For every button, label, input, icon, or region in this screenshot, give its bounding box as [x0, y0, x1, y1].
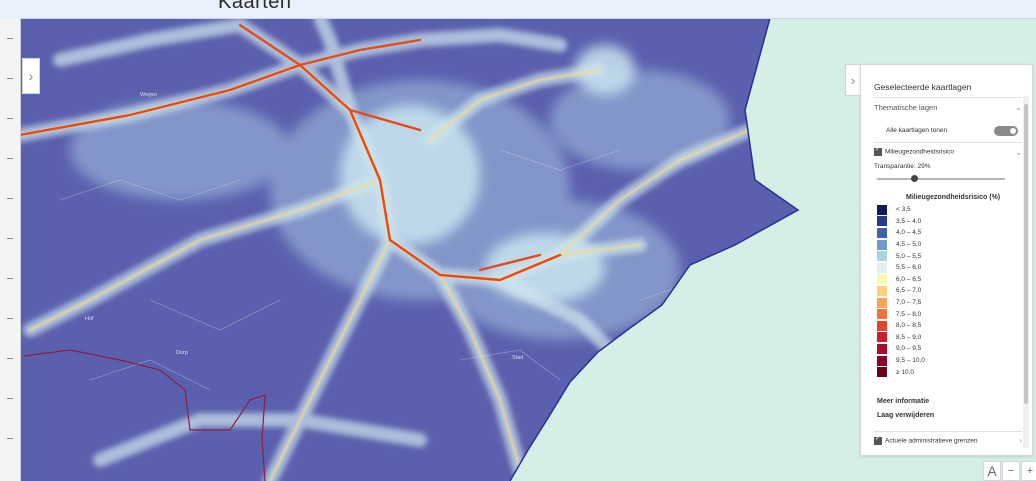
- transparency-slider[interactable]: [877, 178, 1005, 180]
- legend-label: 9,0 – 9,5: [896, 345, 922, 353]
- legend-item: < 3,5: [877, 204, 925, 216]
- legend-swatch: [877, 251, 887, 262]
- legend-swatch: [877, 355, 887, 366]
- legend-label: < 3,5: [896, 206, 911, 214]
- legend-item: 4,5 – 5,0: [877, 239, 925, 251]
- chevron-down-icon: ⌄: [1015, 103, 1022, 112]
- legend-label: 7,5 – 8,0: [896, 310, 922, 318]
- collapse-left-panel-button[interactable]: ›: [22, 58, 40, 94]
- map-place-label: Stad: [512, 355, 524, 361]
- legend-swatch: [877, 367, 887, 378]
- legend-swatch: [877, 343, 887, 354]
- chevron-right-icon: ›: [1019, 436, 1022, 445]
- map-place-label: Dorp: [176, 350, 188, 356]
- text-size-button[interactable]: A: [983, 461, 1001, 481]
- layer-panel: Geselecteerde kaartlagen Thematische lag…: [860, 64, 1033, 456]
- top-bar: Kaarten: [0, 0, 1036, 19]
- legend-label: 7,0 – 7,5: [896, 299, 922, 307]
- legend-label: 3,5 – 4,0: [896, 217, 922, 225]
- zoom-in-button[interactable]: +: [1021, 461, 1036, 481]
- map-place-label: Wegen: [140, 92, 158, 98]
- legend-title: Milieugezondheidsrisico (%): [906, 194, 1001, 201]
- page-title: Kaarten: [218, 0, 292, 13]
- legend-label: ≥ 10,0: [896, 368, 915, 376]
- more-info-link[interactable]: Meer informatie: [877, 398, 930, 405]
- legend-label: 6,0 – 6,5: [896, 275, 922, 283]
- chevron-right-icon: ›: [850, 72, 856, 88]
- thematic-layers-header[interactable]: Thematische lagen ⌄: [874, 97, 1022, 112]
- chevron-down-icon: ⌄: [1015, 148, 1022, 157]
- legend-item: ≥ 10,0: [877, 366, 925, 378]
- admin-layer-name: Actuele administratieve grenzen: [885, 437, 978, 445]
- layer-checkbox[interactable]: [874, 146, 882, 156]
- legend-item: 4,0 – 4,5: [877, 227, 925, 239]
- legend-item: 9,0 – 9,5: [877, 343, 925, 355]
- legend-label: 5,0 – 5,5: [896, 252, 922, 260]
- legend-label: 6,5 – 7,0: [896, 287, 922, 295]
- layer-row[interactable]: Milieugezondheidsrisico ⌄: [874, 142, 1022, 157]
- legend-item: 7,0 – 7,5: [877, 297, 925, 309]
- legend: < 3,5 3,5 – 4,0 4,0 – 4,5 4,5 – 5,0 5,0 – 5,…: [877, 204, 925, 378]
- legend-item: 6,5 – 7,0: [877, 285, 925, 297]
- remove-layer-link[interactable]: Laag verwijderen: [877, 412, 935, 419]
- left-ruler: [0, 18, 21, 481]
- legend-label: 9,5 – 10,0: [896, 357, 925, 365]
- legend-label: 5,5 – 6,0: [896, 264, 922, 272]
- coastline-border: [509, 17, 800, 481]
- legend-item: 9,5 – 10,0: [877, 355, 925, 367]
- legend-swatch: [877, 320, 887, 331]
- all-layers-label: Alle kaartlagen tonen: [886, 127, 948, 134]
- panel-title: Geselecteerde kaartlagen: [874, 82, 972, 92]
- admin-layer-checkbox[interactable]: [874, 435, 882, 445]
- section-label: Thematische lagen: [874, 103, 938, 112]
- province-border: [23, 349, 266, 481]
- legend-item: 8,5 – 9,0: [877, 332, 925, 344]
- map-place-label: Hof: [85, 316, 94, 322]
- legend-label: 4,5 – 5,0: [896, 241, 922, 249]
- transparency-slider-handle[interactable]: [910, 175, 918, 182]
- legend-item: 3,5 – 4,0: [877, 216, 925, 228]
- legend-swatch: [877, 262, 887, 273]
- legend-item: 6,0 – 6,5: [877, 274, 925, 286]
- legend-swatch: [877, 297, 887, 308]
- legend-swatch: [877, 216, 887, 227]
- legend-swatch: [877, 332, 887, 343]
- admin-layer-row[interactable]: Actuele administratieve grenzen ›: [874, 431, 1022, 445]
- collapse-layer-panel-button[interactable]: ›: [845, 64, 861, 96]
- all-layers-row: Alle kaartlagen tonen: [874, 126, 1022, 136]
- all-layers-toggle[interactable]: [994, 126, 1018, 136]
- panel-scrollbar-thumb[interactable]: [1024, 104, 1028, 404]
- layer-name: Milieugezondheidsrisico: [885, 148, 955, 156]
- transparency-label: Transparantie: 29%: [874, 163, 931, 170]
- legend-item: 5,5 – 6,0: [877, 262, 925, 274]
- chevron-right-icon: ›: [28, 68, 34, 84]
- legend-swatch: [877, 227, 887, 238]
- legend-item: 5,0 – 5,5: [877, 250, 925, 262]
- legend-swatch: [877, 204, 887, 215]
- legend-item: 8,0 – 8,5: [877, 320, 925, 332]
- legend-swatch: [877, 274, 887, 285]
- legend-item: 7,5 – 8,0: [877, 308, 925, 320]
- legend-swatch: [877, 309, 887, 320]
- legend-label: 8,5 – 9,0: [896, 333, 922, 341]
- legend-swatch: [877, 239, 887, 250]
- zoom-out-button[interactable]: −: [1002, 461, 1020, 481]
- legend-swatch: [877, 285, 887, 296]
- legend-label: 4,0 – 4,5: [896, 229, 922, 237]
- legend-label: 8,0 – 8,5: [896, 322, 922, 330]
